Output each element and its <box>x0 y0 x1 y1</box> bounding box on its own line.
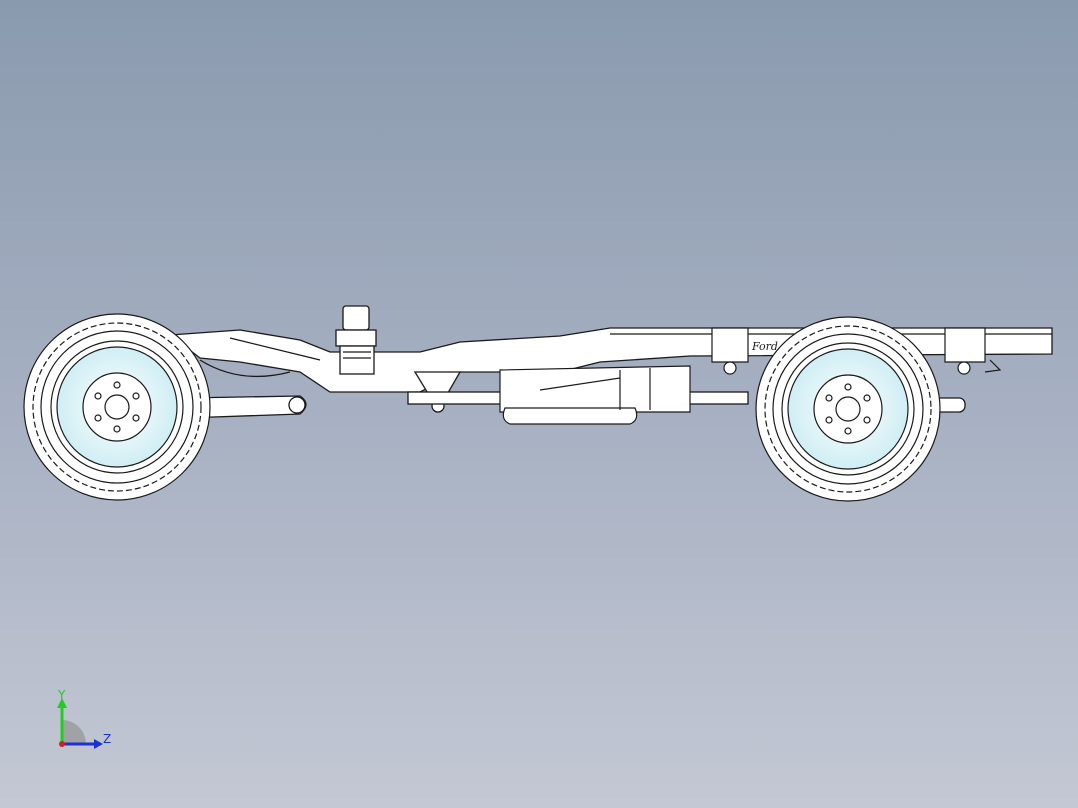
frame-text: Ford <box>751 340 778 353</box>
rear-spring-hangers <box>711 327 1002 375</box>
triad-plane <box>62 720 86 744</box>
view-triad[interactable] <box>57 698 103 749</box>
y-axis-arrow-icon <box>57 698 67 708</box>
y-axis-label: Y <box>58 688 66 702</box>
z-axis-arrow-icon <box>94 739 103 749</box>
fuel-tank <box>499 365 691 425</box>
cab-mount <box>335 305 377 375</box>
front-suspension-arm <box>184 359 307 419</box>
z-axis-label: Z <box>103 732 112 746</box>
front-wheel <box>23 313 211 501</box>
rear-wheel <box>755 316 941 502</box>
x-axis-icon <box>59 741 65 747</box>
